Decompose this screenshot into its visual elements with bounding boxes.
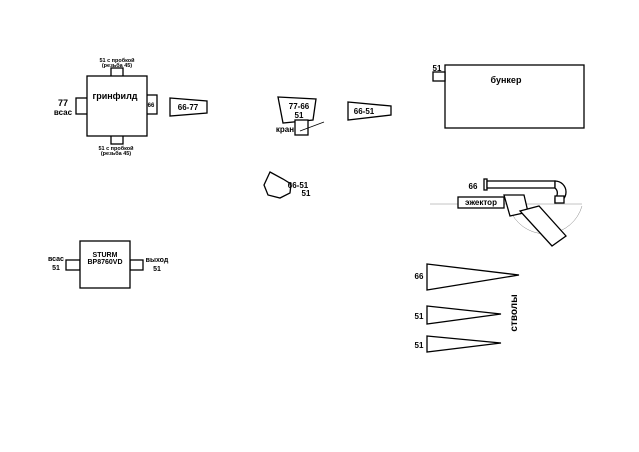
ejector-chamber xyxy=(457,196,505,209)
ejector-title: эжектор xyxy=(465,198,497,207)
wye-label-2: 51 xyxy=(302,189,311,198)
reducer-66-77: 66-77 xyxy=(169,97,208,117)
bunker-port xyxy=(432,71,446,82)
nozzle-66 xyxy=(426,263,520,291)
sturm-outlet-label: выход xyxy=(146,257,169,264)
ejector-upper-pipe xyxy=(486,180,556,189)
bunker-body xyxy=(444,64,585,129)
sturm-label-1: STURM xyxy=(93,252,118,259)
sturm-body xyxy=(79,240,131,289)
valve-kran-label: кран xyxy=(276,125,294,134)
sturm-inlet xyxy=(65,259,81,271)
nozzle-51b-size: 51 xyxy=(415,341,424,350)
sturm-outlet xyxy=(129,259,144,271)
sturm-outlet-size: 51 xyxy=(153,266,161,273)
wye-body xyxy=(263,171,292,199)
wye-label-1: 66-51 xyxy=(288,181,309,190)
sturm-pump: STURM BP8760VD всас 51 выход 51 xyxy=(48,240,169,289)
sturm-inlet-label: всас xyxy=(48,256,64,263)
grinfild-suction-port xyxy=(75,97,89,115)
wye-66-51: 66-51 51 xyxy=(263,171,311,199)
grinfild-pump: гринфилд 66 51 с пробкой (резьба 45) 51 … xyxy=(54,57,158,157)
valve-77-66: 77-66 51 кран xyxy=(276,96,325,136)
bunker-title: бункер xyxy=(491,75,522,85)
nozzle-51a-size: 51 xyxy=(415,312,424,321)
valve-handle xyxy=(299,121,325,132)
grinfild-body xyxy=(86,75,148,137)
nozzle-51-b xyxy=(426,335,502,353)
valve-label-1: 77-66 xyxy=(289,102,310,111)
sturm-inlet-size: 51 xyxy=(52,265,60,272)
bunker: 51 бункер xyxy=(432,64,585,129)
grinfild-suction-label: всас xyxy=(54,108,73,117)
valve-body xyxy=(277,96,317,124)
grinfild-right-port-label: 66 xyxy=(148,103,155,109)
reducer-66-77-label: 66-77 xyxy=(178,103,199,112)
nozzle-51-a xyxy=(426,305,502,325)
bunker-port-label: 51 xyxy=(433,64,442,73)
nozzles: 66 51 51 стволы xyxy=(415,263,520,353)
valve-label-2: 51 xyxy=(295,111,304,120)
ejector-port-label: 66 xyxy=(469,182,478,191)
grinfild-top-label-2: (резьба 45) xyxy=(102,62,132,69)
valve-outlet xyxy=(294,119,309,136)
grinfild-suction-size: 77 xyxy=(58,98,68,108)
reducer-66-51-label: 66-51 xyxy=(354,107,375,116)
grinfild-bottom-label-2: (резьба 45) xyxy=(101,150,131,157)
reducer-66-51: 66-51 xyxy=(347,101,392,121)
ejector-diffuser xyxy=(518,205,567,247)
reducer-66-77-body xyxy=(169,97,208,117)
ejector-elbow-end xyxy=(554,195,565,204)
grinfild-title: гринфилд xyxy=(92,91,137,101)
ejector: эжектор 66 xyxy=(430,178,583,247)
grinfild-bottom-label-1: 51 с пробкой xyxy=(98,145,133,152)
nozzles-label: стволы xyxy=(509,294,520,331)
reducer-66-51-body xyxy=(347,101,392,121)
nozzle-66-size: 66 xyxy=(415,272,424,281)
grinfild-top-label-1: 51 с пробкой xyxy=(99,57,134,64)
sturm-label-2: BP8760VD xyxy=(87,259,122,266)
